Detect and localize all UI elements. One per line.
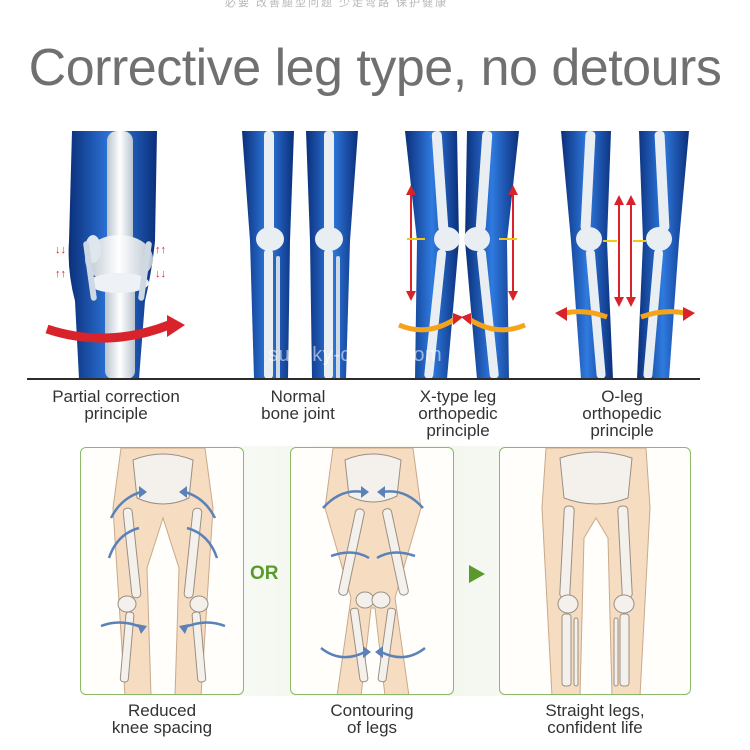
svg-text:↓↓: ↓↓	[55, 244, 66, 256]
normal-legs-illustration	[232, 131, 367, 379]
caption-straight-legs: Straight legs,confident life	[545, 701, 645, 737]
panel-o-leg	[549, 131, 700, 379]
faded-strip-text: 必要 改善腿型问题 少走弯路 保护健康	[225, 0, 449, 8]
svg-text:↑↑: ↑↑	[155, 244, 166, 256]
step-card-contouring-of-legs	[290, 447, 454, 695]
skeleton-bowed-legs-illustration	[100, 448, 226, 694]
top-row-baseline	[27, 378, 700, 380]
top-illustration-row: ↓↓ ↑↑ ↑↑ ↓↓	[27, 131, 700, 379]
svg-text:↑↑: ↑↑	[55, 268, 66, 280]
panel-x-type-leg	[397, 131, 527, 379]
o-leg-illustration	[549, 131, 700, 379]
skeleton-contouring-illustration	[320, 448, 426, 694]
step-card-reduced-knee-spacing	[80, 447, 244, 695]
skeleton-straight-legs-illustration	[541, 448, 651, 694]
step-card-straight-legs	[499, 447, 691, 695]
watermark: sunsky-online.com	[268, 344, 443, 366]
or-separator: OR	[250, 563, 279, 584]
svg-text:↓↓: ↓↓	[155, 268, 166, 280]
play-arrow-icon	[469, 565, 485, 583]
top-faded-strip: 必要 改善腿型问题 少走弯路 保护健康	[0, 0, 750, 8]
x-leg-illustration	[397, 131, 527, 379]
knee-closeup-illustration: ↓↓ ↑↑ ↑↑ ↓↓	[27, 131, 187, 379]
page-title: Corrective leg type, no detours	[28, 39, 722, 97]
panel-normal-bone-joint	[232, 131, 367, 379]
panel-partial-correction: ↓↓ ↑↑ ↑↑ ↓↓	[27, 131, 187, 379]
